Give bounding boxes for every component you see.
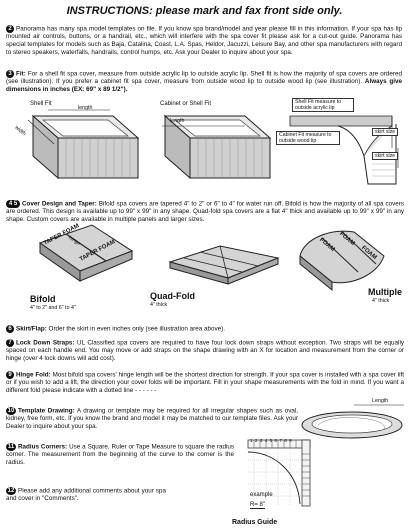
radius-guide-title: Radius Guide bbox=[232, 519, 278, 526]
section-text: Panorama has many spa model templates on… bbox=[6, 25, 402, 57]
step-number: 3 bbox=[6, 70, 14, 78]
quadfold-label: Quad-Fold bbox=[150, 291, 195, 301]
skirt-size-label-2: skirt size bbox=[372, 152, 399, 160]
shell-length-label: length bbox=[78, 105, 93, 111]
shell-fit-callout: Shell Fit measure to outside acrylic lip bbox=[292, 98, 354, 112]
section-emphasis: Always give dimensions in inches (EX: 69… bbox=[6, 78, 402, 94]
step-number: 12 bbox=[6, 487, 16, 495]
tick-label: 2 bbox=[254, 438, 260, 443]
step-number: 2 bbox=[6, 25, 14, 33]
radius-value: R= 8" bbox=[250, 502, 265, 509]
tick-label: 9 bbox=[289, 438, 295, 443]
tick-label: 8 bbox=[284, 438, 290, 443]
shell-fit-illustration bbox=[27, 109, 140, 180]
quadfold-thickness: 4" thick bbox=[150, 302, 168, 308]
section-label: Radius Corners: bbox=[18, 443, 68, 451]
skirt-size-label-1: skirt size bbox=[372, 128, 399, 136]
tick-label: 1 bbox=[250, 438, 255, 443]
bifold-thickness: 4" to 2" and 6" to 4" bbox=[30, 305, 76, 311]
section-label: Cover Design and Taper: bbox=[22, 200, 97, 208]
section-label: Lock Down Straps: bbox=[16, 339, 75, 347]
template-spa-illustration bbox=[301, 404, 404, 439]
radius-ticks: 123456789 bbox=[250, 438, 294, 443]
tick-label: 3 bbox=[259, 438, 265, 443]
step-number: 9 bbox=[6, 371, 14, 379]
page-title: INSTRUCTIONS: please mark and fax front … bbox=[66, 5, 343, 17]
step-number: 6 bbox=[6, 325, 14, 333]
section-text: Use a Square, Ruler or Tape Measure to s… bbox=[6, 443, 235, 467]
cabinet-length-label: length bbox=[170, 118, 185, 124]
tick-label: 7 bbox=[279, 438, 285, 443]
step-number: 11 bbox=[6, 443, 16, 451]
multiple-thickness: 4" thick bbox=[372, 298, 390, 304]
tick-label: 4 bbox=[264, 438, 270, 443]
section-text: Please add any additional comments about… bbox=[6, 487, 166, 503]
quadfold-cover-illustration bbox=[168, 245, 280, 285]
cabinet-fit-label: Cabinet or Shell Fit bbox=[160, 101, 212, 107]
section-text: Most bifold spa covers' hinge length wil… bbox=[6, 371, 404, 395]
tick-label: 6 bbox=[274, 438, 280, 443]
section-label: Hinge Fold: bbox=[16, 371, 51, 379]
step-number: 10 bbox=[6, 407, 16, 415]
section-label: Template Drawing: bbox=[18, 407, 75, 415]
shell-fit-label: Shell Fit bbox=[30, 101, 52, 107]
section-text: Bifold spa covers are tapered 4" to 2" o… bbox=[6, 200, 405, 224]
section-text: UL Classified spa covers are required to… bbox=[6, 339, 404, 363]
radius-guide-illustration bbox=[247, 439, 311, 507]
multiple-label: Multiple bbox=[368, 287, 402, 297]
step-number: 4 5 bbox=[6, 200, 20, 208]
cabinet-fit-illustration bbox=[162, 114, 272, 180]
radius-example-label: example bbox=[250, 492, 273, 498]
section-label: Skirt/Flap: bbox=[16, 325, 47, 333]
section-text: For a shell fit spa cover, measure from … bbox=[6, 70, 403, 86]
section-text: Order the skirt in even inches only (see… bbox=[48, 325, 225, 333]
multiple-cover-illustration bbox=[299, 230, 385, 292]
cabinet-fit-callout: Cabinet Fit measure to outside wood lip bbox=[276, 131, 340, 145]
bifold-cover-illustration bbox=[38, 224, 134, 282]
template-length-label: Length bbox=[372, 398, 389, 404]
section-label: Fit: bbox=[16, 70, 26, 78]
tick-label: 5 bbox=[269, 438, 275, 443]
section-text: A drawing or template may be required fo… bbox=[6, 407, 298, 431]
skirt-detail-illustration bbox=[289, 115, 399, 185]
bifold-label: Bifold bbox=[30, 294, 56, 304]
step-number: 7 bbox=[6, 339, 14, 347]
